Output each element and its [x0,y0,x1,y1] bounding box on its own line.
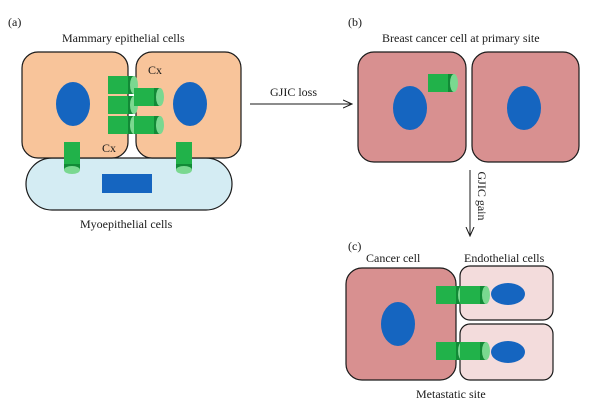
panel-c: (c) Cancer cell Endothelial cells Metast… [345,239,554,401]
cancer-nucleus-right [507,86,541,130]
connexin-channel [428,74,458,92]
cx-label-upper: Cx [148,63,162,77]
panel-a-title: Mammary epithelial cells [62,31,185,45]
gjic-gain-arrow: GJIC gain [470,170,489,236]
panel-a-tag: (a) [8,15,21,29]
panel-a: (a) Mammary epithelial cells Cx Cx Myoep… [8,15,242,231]
connexin-channel [108,96,138,114]
cancer-cell-label: Cancer cell [366,251,421,265]
connexin-channel [108,116,138,134]
panel-c-tag: (c) [348,239,361,253]
myoepithelial-nucleus [102,174,152,193]
cancer-nucleus-left [393,86,427,130]
myoepithelial-label: Myoepithelial cells [80,217,173,231]
connexin-channel [176,142,192,174]
endothelial-nucleus-lower [491,341,525,363]
panel-b-title: Breast cancer cell at primary site [382,31,540,45]
connexin-channel [134,116,164,134]
cx-label-lower: Cx [102,141,116,155]
connexin-channel [460,286,490,304]
gjic-loss-label: GJIC loss [270,85,317,99]
gjic-loss-arrow: GJIC loss [250,85,352,104]
endothelial-cells-label: Endothelial cells [464,251,545,265]
endothelial-nucleus-upper [491,283,525,305]
epithelial-nucleus-left [56,82,90,126]
connexin-channel [64,142,80,174]
connexin-channel [134,88,164,106]
connexin-channel [460,342,490,360]
panel-b: (b) Breast cancer cell at primary site [348,15,580,163]
connexin-channel [108,76,138,94]
epithelial-nucleus-right [173,82,207,126]
panel-b-tag: (b) [348,15,362,29]
metastatic-site-label: Metastatic site [416,387,486,401]
metastatic-cancer-nucleus [381,302,415,346]
gjic-gain-label: GJIC gain [475,172,489,221]
